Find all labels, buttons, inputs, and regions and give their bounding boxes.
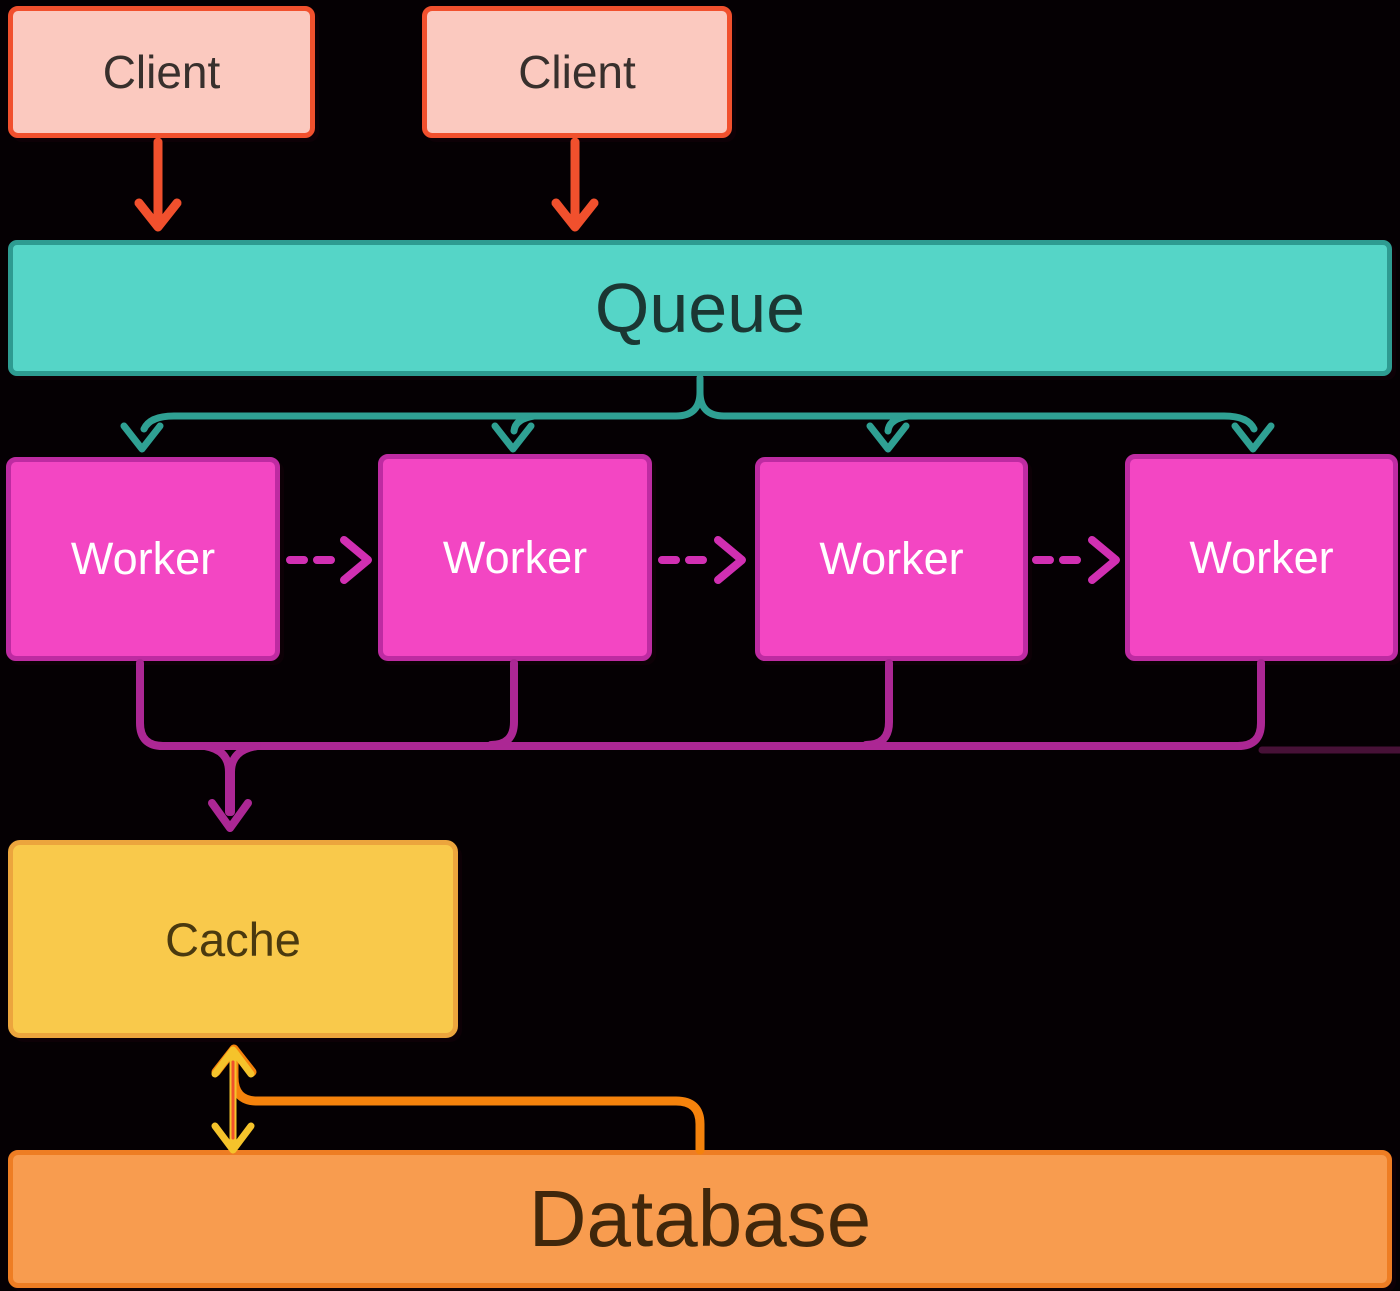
- arrow-worker2-to-worker3: [658, 536, 746, 584]
- node-queue: Queue: [8, 240, 1392, 376]
- arrow-database-to-cache: [211, 1044, 705, 1155]
- node-worker-3: Worker: [755, 457, 1028, 661]
- node-cache-label: Cache: [165, 912, 301, 966]
- node-worker-4-label: Worker: [1189, 531, 1334, 583]
- arrow-cache-database-bidirectional: [211, 1046, 255, 1154]
- node-client-2: Client: [422, 6, 732, 138]
- arrow-client1-to-queue: [134, 137, 182, 232]
- node-worker-3-label: Worker: [819, 533, 964, 584]
- arrow-workers-to-cache: [136, 659, 1400, 832]
- node-worker-1: Worker: [6, 457, 280, 661]
- arrow-client2-to-queue: [551, 137, 599, 232]
- node-database-label: Database: [528, 1174, 872, 1263]
- node-database: Database: [8, 1150, 1392, 1288]
- node-worker-2: Worker: [378, 454, 652, 661]
- arrow-queue-to-workers: [120, 374, 1275, 453]
- node-client-1-label: Client: [102, 46, 221, 98]
- node-client-1: Client: [8, 6, 315, 138]
- node-worker-4: Worker: [1125, 454, 1398, 661]
- node-cache: Cache: [8, 840, 458, 1038]
- node-worker-2-label: Worker: [442, 531, 588, 583]
- arrow-worker3-to-worker4: [1032, 536, 1120, 584]
- node-worker-1-label: Worker: [70, 533, 216, 584]
- node-client-2-label: Client: [518, 46, 636, 98]
- arrow-worker1-to-worker2: [286, 536, 372, 584]
- node-queue-label: Queue: [594, 269, 806, 347]
